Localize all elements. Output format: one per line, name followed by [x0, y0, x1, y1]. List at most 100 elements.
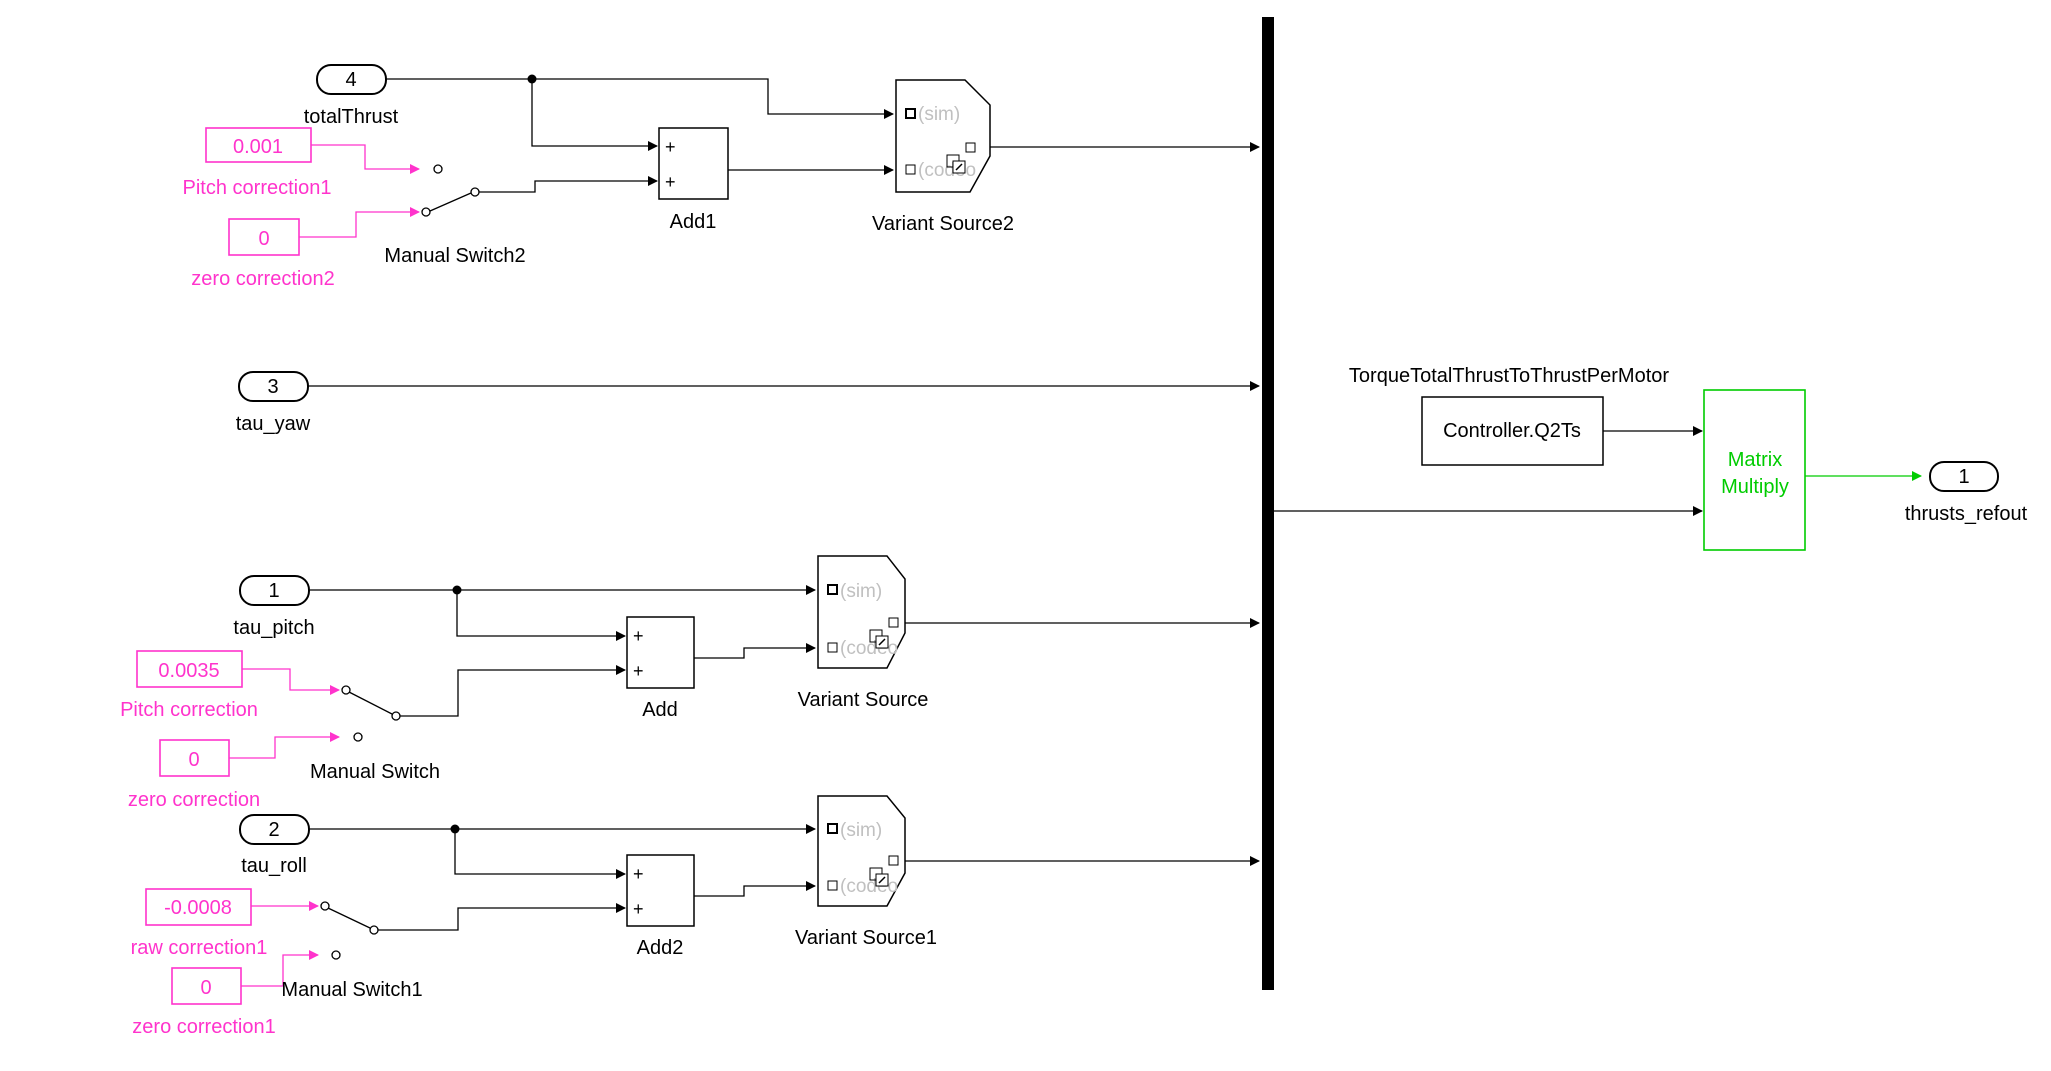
variant-port-label: (sim) — [840, 581, 882, 602]
switch-contact-upper — [320, 901, 330, 911]
switch-label: Manual Switch1 — [281, 979, 422, 1001]
variant-port-label: (codeo — [840, 638, 898, 659]
switch-contact-upper — [433, 164, 443, 174]
constant-label: zero correction1 — [132, 1016, 275, 1038]
constant-label: raw correction1 — [131, 937, 268, 959]
add-input-sign: + — [633, 899, 644, 919]
signal-line[interactable] — [694, 643, 816, 659]
inport-number: 2 — [268, 819, 279, 841]
constant-signal-line[interactable] — [299, 207, 420, 238]
switch-lever — [327, 907, 371, 929]
constant-value: -0.0008 — [164, 897, 232, 919]
constant-signal-line[interactable] — [241, 950, 319, 987]
matrix-multiply-label: Multiply — [1721, 476, 1789, 498]
outport-thrusts-refout[interactable]: 1 thrusts_refout — [1905, 461, 2028, 525]
matrix-multiply-label: Matrix — [1728, 449, 1782, 471]
manual-switch-1[interactable]: Manual Switch1 — [281, 901, 423, 1001]
switch-label: Manual Switch2 — [384, 245, 525, 267]
variant-source[interactable]: (sim) (codeo Variant Source — [798, 555, 929, 711]
signal-line[interactable] — [378, 903, 626, 931]
variant-label: Variant Source1 — [795, 927, 937, 949]
branch-point — [527, 74, 537, 84]
add-input-sign: + — [633, 864, 644, 884]
inport-tau-pitch[interactable]: 1 tau_pitch — [233, 575, 315, 639]
add-block-add2[interactable]: + + Add2 — [626, 854, 695, 959]
manual-switch-2[interactable]: Manual Switch2 — [384, 164, 526, 267]
matrix-constant-label: TorqueTotalThrustToThrustPerMotor — [1349, 365, 1669, 387]
inport-label: tau_roll — [241, 855, 307, 877]
constant-value: 0 — [188, 749, 199, 771]
variant-label: Variant Source2 — [872, 213, 1014, 235]
inport-tau-roll[interactable]: 2 tau_roll — [239, 814, 310, 877]
constant-signal-line[interactable] — [311, 144, 420, 174]
inport-label: tau_yaw — [236, 413, 311, 435]
add-block-add[interactable]: + + Add — [626, 616, 695, 721]
variant-port-label: (codeo — [840, 876, 898, 897]
signal-line[interactable] — [386, 78, 894, 119]
mux-bar-icon[interactable] — [1262, 17, 1274, 990]
constant-label: zero correction — [128, 789, 260, 811]
matrix-constant-block[interactable]: Controller.Q2Ts TorqueTotalThrustToThrus… — [1349, 365, 1669, 466]
constant-value: 0.0035 — [158, 660, 219, 682]
switch-lever — [348, 691, 393, 715]
constant-value: 0.001 — [233, 136, 283, 158]
constant-label: zero correction2 — [191, 268, 334, 290]
constant-label: Pitch correction — [120, 699, 258, 721]
inport-tau-yaw[interactable]: 3 tau_yaw — [236, 371, 311, 435]
constant-block-pitch-correction1[interactable]: 0.001 Pitch correction1 — [183, 127, 332, 199]
branch-point — [452, 585, 462, 595]
switch-contact-upper — [341, 685, 351, 695]
add-label: Add2 — [637, 937, 684, 959]
switch-contact-out — [470, 187, 480, 197]
switch-contact-lower — [353, 732, 363, 742]
constant-block-raw-correction1[interactable]: -0.0008 raw correction1 — [131, 888, 268, 959]
switch-contact-lower — [331, 950, 341, 960]
inport-label: tau_pitch — [233, 617, 314, 639]
add-input-sign: + — [633, 626, 644, 646]
inport-totalThrust[interactable]: 4 totalThrust — [304, 64, 399, 128]
variant-source-2[interactable]: (sim) (codeo Variant Source2 — [872, 79, 1014, 235]
switch-lever — [429, 192, 472, 212]
variant-source-1[interactable]: (sim) (codeo Variant Source1 — [795, 795, 937, 949]
constant-block-zero-correction2[interactable]: 0 zero correction2 — [191, 218, 335, 290]
constant-block-pitch-correction[interactable]: 0.0035 Pitch correction — [120, 650, 258, 721]
signal-line[interactable] — [531, 79, 658, 151]
constant-signal-line[interactable] — [242, 668, 340, 695]
variant-port-label: (sim) — [840, 820, 882, 841]
signal-line[interactable] — [454, 829, 626, 879]
signal-line[interactable] — [456, 590, 626, 641]
add-block-add1[interactable]: + + Add1 — [658, 127, 729, 233]
add-label: Add — [642, 699, 678, 721]
manual-switch[interactable]: Manual Switch — [310, 685, 440, 783]
branch-point — [450, 824, 460, 834]
variant-label: Variant Source — [798, 689, 929, 711]
constant-block-zero-correction1[interactable]: 0 zero correction1 — [132, 967, 276, 1038]
signal-line[interactable] — [475, 176, 658, 193]
matrix-constant-value: Controller.Q2Ts — [1443, 420, 1581, 442]
add-label: Add1 — [670, 211, 717, 233]
switch-label: Manual Switch — [310, 761, 440, 783]
outport-number: 1 — [1958, 466, 1969, 488]
signal-line[interactable] — [694, 881, 816, 897]
variant-source-icon — [895, 79, 991, 193]
inport-label: totalThrust — [304, 106, 399, 128]
constant-value: 0 — [200, 977, 211, 999]
switch-contact-lower — [421, 207, 431, 217]
constant-value: 0 — [258, 228, 269, 250]
add-input-sign: + — [633, 661, 644, 681]
outport-label: thrusts_refout — [1905, 503, 2028, 525]
matrix-multiply-block[interactable]: Matrix Multiply — [1703, 389, 1806, 551]
add-input-sign: + — [665, 137, 676, 157]
constant-block-zero-correction[interactable]: 0 zero correction — [128, 739, 260, 811]
add-input-sign: + — [665, 172, 676, 192]
signal-line[interactable] — [400, 665, 626, 717]
constant-lines — [229, 144, 420, 987]
switch-contact-out — [391, 711, 401, 721]
inport-number: 4 — [345, 69, 356, 91]
variant-port-label: (sim) — [918, 104, 960, 125]
switch-contact-out — [369, 925, 379, 935]
inport-number: 3 — [267, 376, 278, 398]
constant-signal-line[interactable] — [229, 732, 340, 759]
constant-label: Pitch correction1 — [183, 177, 332, 199]
